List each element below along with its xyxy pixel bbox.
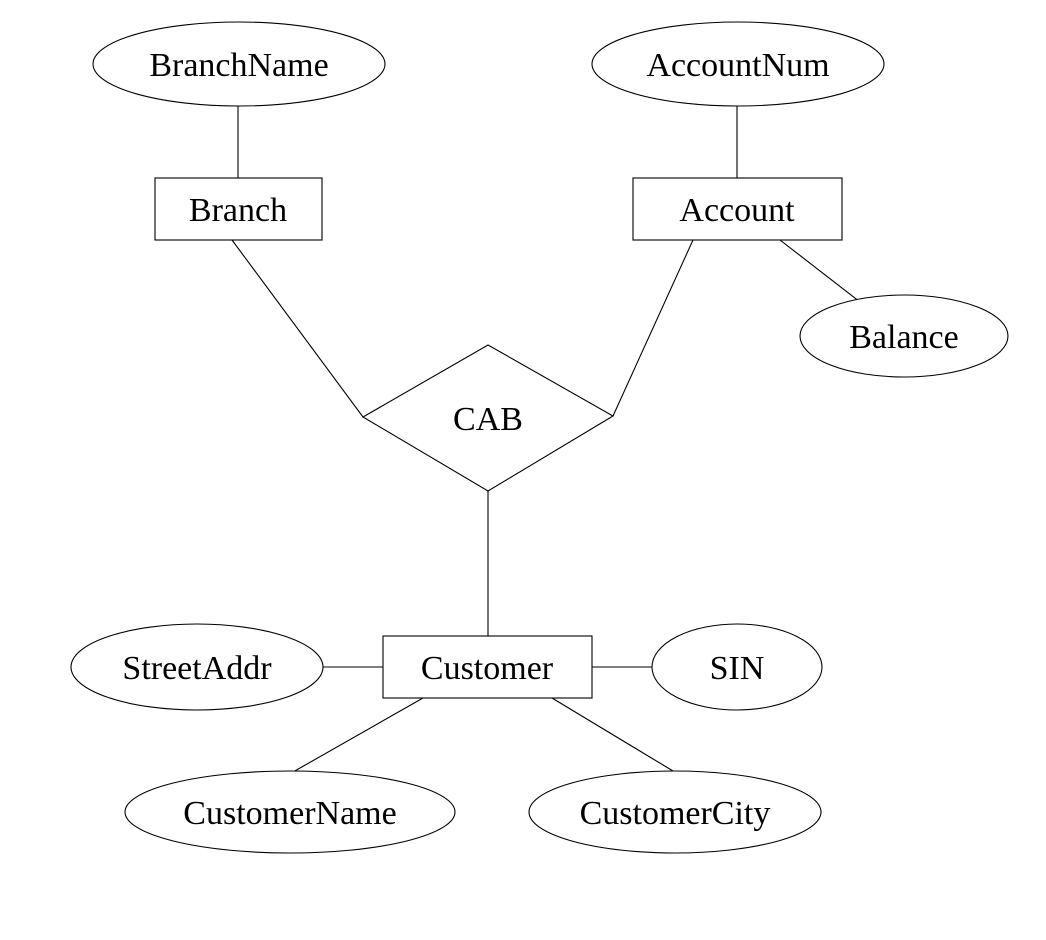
entity-branch: Branch bbox=[154, 177, 323, 241]
entity-customer-label: Customer bbox=[421, 650, 554, 687]
attribute-streetaddr: StreetAddr bbox=[70, 623, 324, 711]
attribute-customername-label: CustomerName bbox=[183, 795, 396, 832]
edges-layer bbox=[231, 106, 905, 773]
entity-branch-label: Branch bbox=[189, 192, 287, 229]
attribute-streetaddr-shape bbox=[70, 623, 324, 711]
edge-account-cab bbox=[612, 239, 694, 417]
entity-customer: Customer bbox=[382, 635, 593, 699]
relationship-cab: CAB bbox=[361, 344, 615, 492]
attribute-sin-label: SIN bbox=[710, 650, 765, 687]
edge-branch-cab bbox=[231, 239, 364, 418]
attribute-streetaddr-label: StreetAddr bbox=[122, 650, 272, 687]
attribute-balance-shape bbox=[799, 294, 1009, 378]
attribute-accountnum: AccountNum bbox=[591, 21, 885, 107]
entity-account-label: Account bbox=[679, 192, 795, 229]
relationship-cab-label: CAB bbox=[453, 401, 523, 438]
attribute-customercity: CustomerCity bbox=[528, 770, 822, 854]
edge-customer-customername bbox=[292, 697, 424, 773]
attribute-accountnum-label: AccountNum bbox=[646, 47, 829, 84]
entity-customer-shape bbox=[382, 635, 593, 699]
attribute-sin-shape bbox=[651, 623, 823, 711]
attribute-customercity-shape bbox=[528, 770, 822, 854]
entity-branch-shape bbox=[154, 177, 323, 241]
attribute-customername-shape bbox=[124, 770, 456, 854]
entity-account-shape bbox=[632, 177, 843, 241]
attribute-balance: Balance bbox=[799, 294, 1009, 378]
entity-account: Account bbox=[632, 177, 843, 241]
attribute-accountnum-shape bbox=[591, 21, 885, 107]
attribute-customername: CustomerName bbox=[124, 770, 456, 854]
edge-customer-customercity bbox=[551, 697, 674, 772]
attribute-sin: SIN bbox=[651, 623, 823, 711]
relationship-cab-shape bbox=[361, 344, 615, 492]
attribute-balance-label: Balance bbox=[849, 319, 959, 356]
attribute-branchname: BranchName bbox=[92, 21, 386, 107]
attribute-customercity-label: CustomerCity bbox=[580, 795, 771, 832]
attribute-branchname-label: BranchName bbox=[149, 47, 328, 84]
attribute-branchname-shape bbox=[92, 21, 386, 107]
